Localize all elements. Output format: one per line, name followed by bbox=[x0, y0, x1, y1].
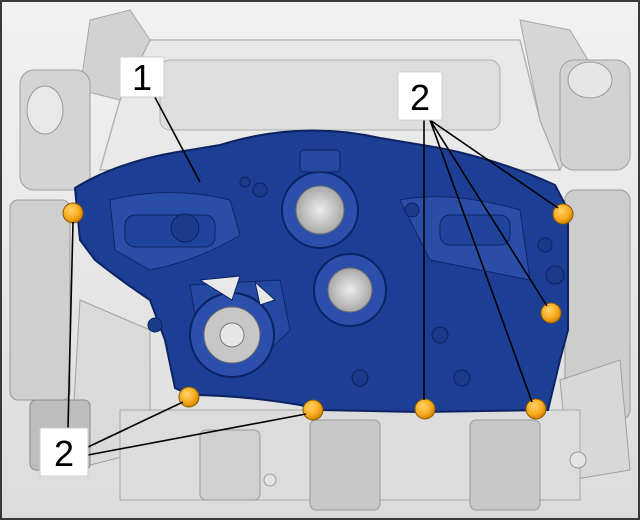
bolt-marker bbox=[414, 398, 436, 420]
timing-cover bbox=[73, 129, 569, 414]
callout-label-part: 1 bbox=[132, 57, 152, 98]
bolt-marker bbox=[178, 386, 200, 408]
bolt-marker bbox=[552, 203, 574, 225]
callout-part: 1 bbox=[119, 56, 165, 98]
leader-lines bbox=[67, 87, 559, 456]
bolt-marker bbox=[302, 399, 324, 421]
bolt-marker bbox=[62, 202, 84, 224]
bolts bbox=[62, 202, 574, 421]
callout-label-bolts-top-right: 2 bbox=[410, 77, 430, 118]
callout-bolts-bottom-left: 2 bbox=[39, 427, 89, 477]
bolt-marker bbox=[540, 302, 562, 324]
bolt-marker bbox=[525, 398, 547, 420]
callout-bolts-top-right: 2 bbox=[397, 71, 443, 121]
callout-label-bolts-bottom-left: 2 bbox=[54, 433, 74, 474]
